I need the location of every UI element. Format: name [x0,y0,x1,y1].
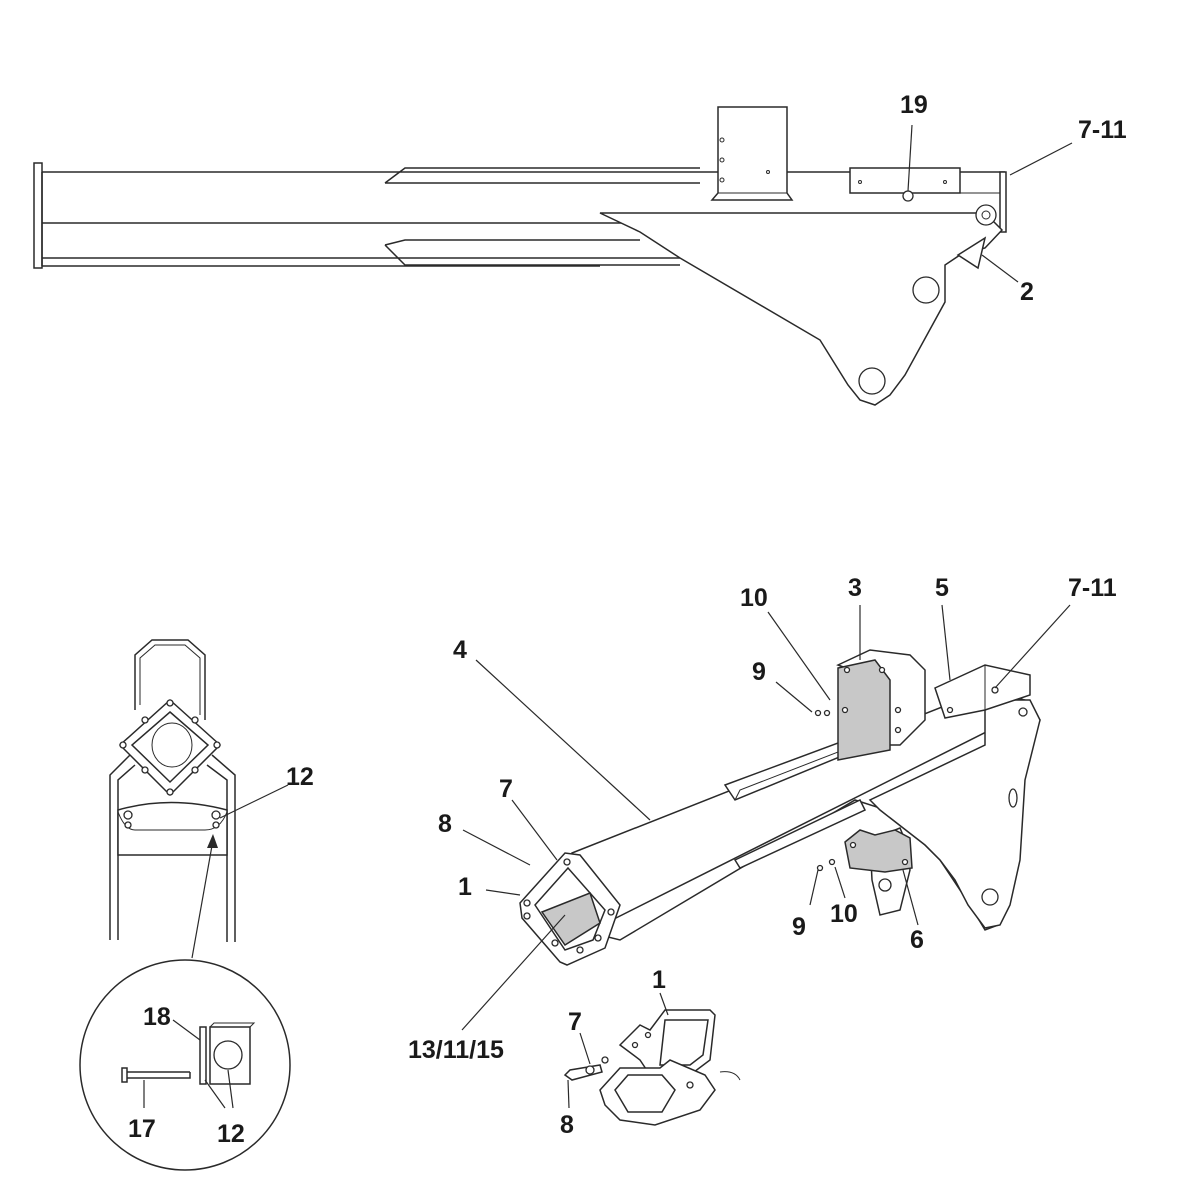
wear-pad-plate [849,167,961,194]
callout-iso-1: 1 [458,873,472,901]
callout-side-7-11: 7-11 [1078,116,1127,144]
bolt-shank [127,1071,191,1079]
exploded-washer [585,1065,595,1075]
iso-wear-pad-insert [540,892,601,947]
callout-iso-4: 4 [453,636,467,664]
callout-side-2: 2 [1020,278,1034,306]
callout-iso-7-11: 7-11 [1068,574,1117,602]
boom-end-flange [33,162,43,269]
bolt-head [121,1067,128,1083]
lug-hole-upper [912,276,940,304]
callout-iso-8: 8 [438,810,452,838]
end-view-boom [109,639,289,959]
callout-detail-12: 12 [217,1120,245,1148]
iso-lug-hole-lower [981,888,999,906]
iso-view-boom [461,604,1071,1031]
callout-exploded-7: 7 [568,1008,582,1036]
callout-iso-3: 3 [848,574,862,602]
end-view-cross-plate [117,801,228,856]
iso-bottom-pad [844,829,913,873]
end-view-top-bracket [134,639,206,720]
exploded-flange-parts [563,992,741,1126]
stop-block [956,236,987,270]
exploded-flange-lower [599,1059,716,1126]
side-view-boom [33,106,1073,406]
callout-exploded-8: 8 [560,1111,574,1139]
callout-iso-7: 7 [499,775,513,803]
callout-iso-5: 5 [935,574,949,602]
exploded-bolt [563,1064,603,1081]
detail-circle [79,959,291,1171]
iso-lug-hole-upper [1008,788,1018,808]
lower-wear-strip [384,239,680,266]
boom-main-tube [42,171,1005,267]
callout-iso-9-bottom: 9 [792,913,806,941]
iso-lower-wear-strip [733,799,867,869]
callout-iso-10-bottom: 10 [830,900,858,928]
callout-detail-17: 17 [128,1115,156,1143]
callout-end-12: 12 [286,763,314,791]
callout-detail-18: 18 [143,1003,171,1031]
top-pin [975,204,997,226]
end-view-right-leg [206,754,236,942]
callout-iso-9-top: 9 [752,658,766,686]
callout-iso-6: 6 [910,926,924,954]
mounting-bracket [710,106,794,201]
bolt-19 [902,190,914,202]
upper-wear-strip [384,167,700,184]
end-cap [999,171,1007,233]
end-view-left-leg [109,754,136,940]
callout-iso-13-11-15: 13/11/15 [408,1036,504,1064]
lug-hole-lower [858,367,886,395]
clamp-plate-thin [199,1026,207,1085]
detail-circle-outline [79,959,291,1171]
iso-lug-plate [868,699,1041,929]
callout-exploded-1: 1 [652,966,666,994]
callout-side-19: 19 [900,91,928,119]
boom-lug-plate [599,212,1004,406]
callout-iso-10-top: 10 [740,584,768,612]
